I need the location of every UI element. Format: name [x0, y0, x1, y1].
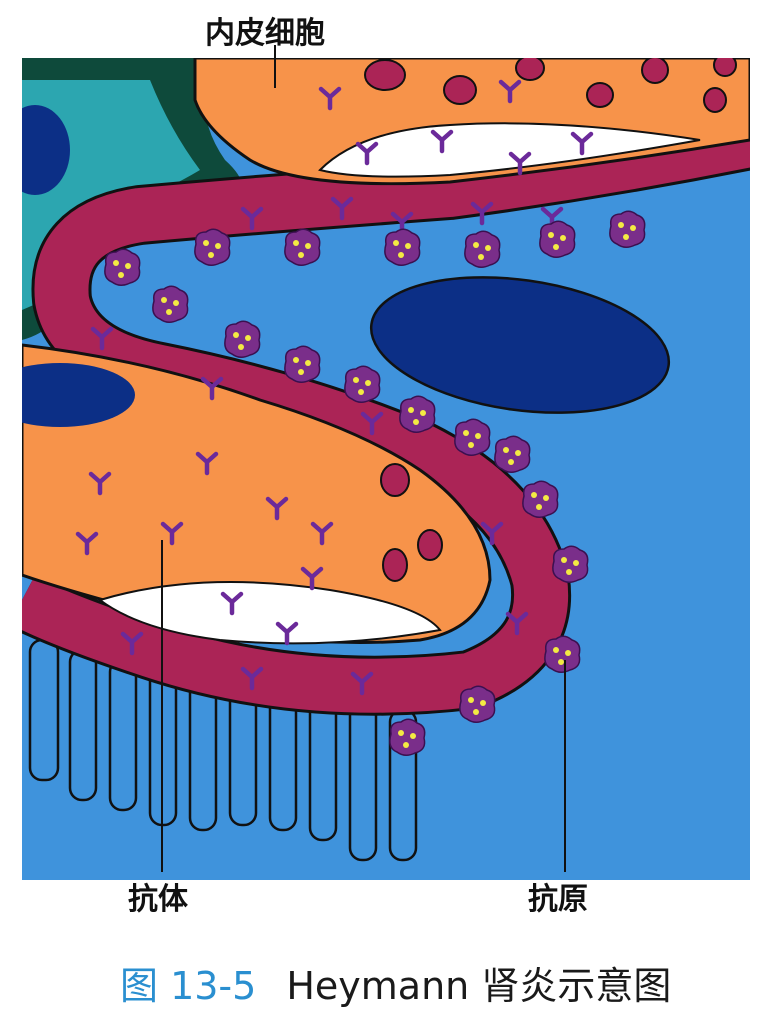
- figure-caption: 图 13-5 Heymann 肾炎示意图: [120, 955, 671, 1010]
- label-antigen: 抗原: [528, 874, 588, 918]
- label-antibody: 抗体: [128, 874, 188, 918]
- teal-cell-nucleus: [0, 105, 70, 195]
- figure-title: Heymann 肾炎示意图: [286, 964, 671, 1008]
- label-endothelial-cell: 内皮细胞: [205, 8, 325, 52]
- figure-number: 图 13-5: [120, 964, 256, 1008]
